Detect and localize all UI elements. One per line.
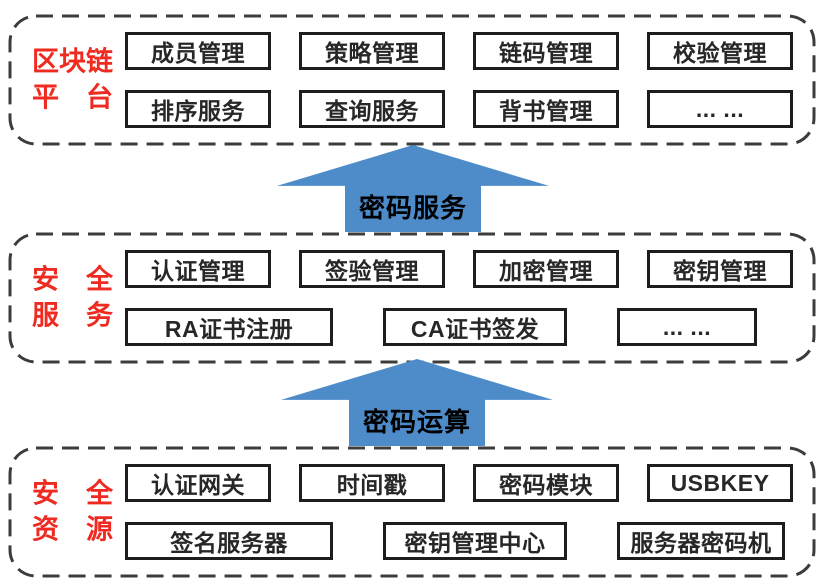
box-auth-gateway: 认证网关 bbox=[125, 464, 271, 502]
layer-security-services: 安 全服 务 认证管理 签验管理 加密管理 密钥管理 RA证书注册 CA证书签发… bbox=[8, 232, 816, 364]
box-signing-server: 签名服务器 bbox=[125, 522, 333, 560]
box-encryption-management: 加密管理 bbox=[473, 250, 619, 288]
label-line-2: 服 务 bbox=[32, 300, 113, 330]
box-ra-cert-registration: RA证书注册 bbox=[125, 308, 333, 346]
box-usbkey: USBKEY bbox=[647, 464, 793, 502]
layer-label-blockchain-platform: 区块链平 台 bbox=[32, 44, 113, 115]
layer-security-resources: 安 全资 源 认证网关 时间戳 密码模块 USBKEY 签名服务器 密钥管理中心… bbox=[8, 446, 816, 578]
label-line-2: 资 源 bbox=[32, 514, 113, 544]
box-ca-cert-issuance: CA证书签发 bbox=[383, 308, 567, 346]
box-chaincode-management: 链码管理 bbox=[473, 32, 619, 70]
box-timestamp: 时间戳 bbox=[299, 464, 445, 502]
label-line-1: 区块链 bbox=[32, 46, 113, 77]
box-query-service: 查询服务 bbox=[299, 90, 445, 128]
box-key-management: 密钥管理 bbox=[647, 250, 793, 288]
row-resources-2: 签名服务器 密钥管理中心 服务器密码机 bbox=[125, 522, 785, 560]
box-verification-management: 校验管理 bbox=[647, 32, 793, 70]
box-server-crypto-machine: 服务器密码机 bbox=[617, 522, 785, 560]
row-services-1: 认证管理 签验管理 加密管理 密钥管理 bbox=[125, 250, 793, 288]
box-key-management-center: 密钥管理中心 bbox=[383, 522, 567, 560]
box-ordering-service: 排序服务 bbox=[125, 90, 271, 128]
label-line-2: 平 台 bbox=[32, 82, 113, 112]
box-ellipsis-platform: ... ... bbox=[647, 90, 793, 128]
row-resources-1: 认证网关 时间戳 密码模块 USBKEY bbox=[125, 464, 793, 502]
box-crypto-module: 密码模块 bbox=[473, 464, 619, 502]
dashed-border bbox=[8, 14, 816, 146]
label-line-1: 安 全 bbox=[32, 264, 113, 295]
box-authentication-management: 认证管理 bbox=[125, 250, 271, 288]
row-blockchain-1: 成员管理 策略管理 链码管理 校验管理 bbox=[125, 32, 793, 70]
arrow-crypto-service-label: 密码服务 bbox=[358, 193, 467, 223]
arrow-crypto-service: 密码服务 bbox=[277, 145, 549, 232]
layer-label-security-services: 安 全服 务 bbox=[32, 262, 113, 333]
dashed-border bbox=[8, 446, 816, 578]
box-sign-verify-management: 签验管理 bbox=[299, 250, 445, 288]
layer-label-security-resources: 安 全资 源 bbox=[32, 476, 113, 547]
row-blockchain-2: 排序服务 查询服务 背书管理 ... ... bbox=[125, 90, 793, 128]
arrow-crypto-operation-label: 密码运算 bbox=[362, 407, 471, 437]
box-ellipsis-services: ... ... bbox=[617, 308, 757, 346]
layer-blockchain-platform: 区块链平 台 成员管理 策略管理 链码管理 校验管理 排序服务 查询服务 背书管… bbox=[8, 14, 816, 146]
arrow-crypto-operation: 密码运算 bbox=[281, 359, 553, 446]
row-services-2: RA证书注册 CA证书签发 ... ... bbox=[125, 308, 757, 346]
label-line-1: 安 全 bbox=[32, 478, 113, 509]
box-policy-management: 策略管理 bbox=[299, 32, 445, 70]
box-endorsement-management: 背书管理 bbox=[473, 90, 619, 128]
box-member-management: 成员管理 bbox=[125, 32, 271, 70]
